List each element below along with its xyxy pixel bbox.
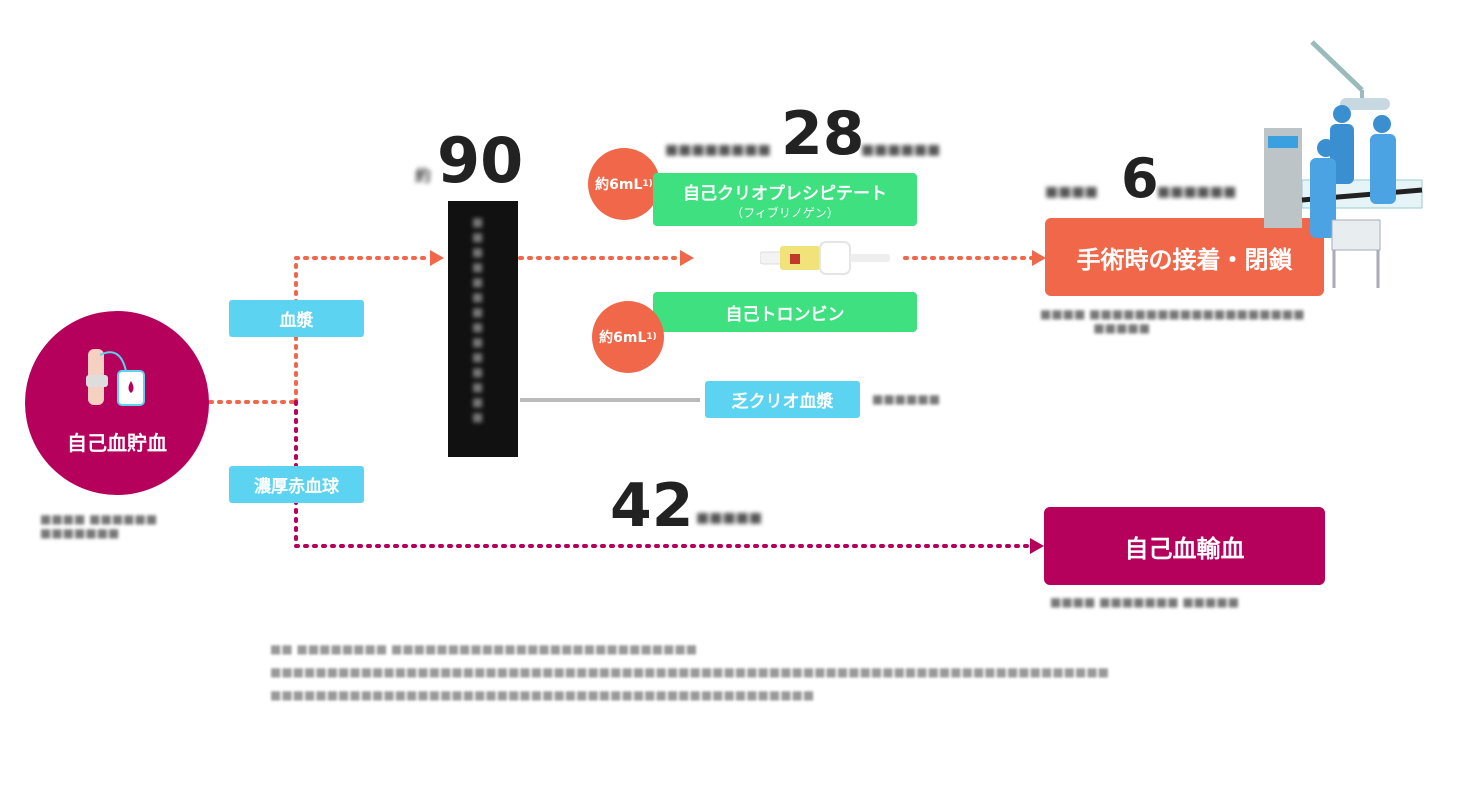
arrowhead-transfusion [1030,538,1044,554]
device-duration-header: 約 90 [415,130,555,194]
transfusion-days-number: 42 [610,471,694,541]
footnote-3-blurred: ■■■■■■■■■■■■■■■■■■■■■■■■■■■■■■■■■■■■■■■■… [270,688,815,702]
processing-device: ■■■■■■■■■■■■■■ [448,201,518,457]
autologous-storage-label: 自己血貯血 [67,431,167,455]
surgery-adhesion-box: 手術時の接着・閉鎖 [1045,218,1324,296]
syringe-icon [760,241,890,275]
blood-donation-icon [86,349,145,406]
cryo-days-header: ■■■■■■■■ 28 ■■■■■■ [665,99,941,169]
flow-arrows [208,256,1034,548]
transfusion-caption-blurred: ■■■■ ■■■■■■■ ■■■■■ [1050,595,1240,609]
arrow-rbc-to-transfusion [294,400,1032,548]
arrowhead-surgery [1032,250,1046,266]
arrowhead-products [680,250,694,266]
plasma-tag: 血漿 [229,300,364,337]
concentrated-rbc-tag: 濃厚赤血球 [229,466,364,503]
surgery-hours-header: ■■■■ 6 ■■■■■■ [1045,147,1237,210]
cryo-precipitate-box: 自己クリオプレシピテート （フィブリノゲン） [653,173,917,226]
arrowhead-device [430,250,444,266]
autologous-storage-node: 自己血貯血 [25,311,209,495]
cryo-precipitate-sub: （フィブリノゲン） [731,206,839,220]
autologous-transfusion-box: 自己血輸血 [1044,507,1325,585]
storage-caption-blurred: ■■■■ ■■■■■■■■■■■■■ [40,512,158,540]
surgery-hours-number: 6 [1121,147,1159,210]
device-prefix: 約 [415,166,432,185]
operating-room-illustration [1264,40,1423,288]
device-minutes: 90 [437,124,524,197]
poor-plasma-caption-blurred: ■■■■■■ [872,392,941,406]
cryo-poor-plasma-tag: 乏クリオ血漿 [705,381,860,418]
transfusion-days-header: 42 ■■■■■ [610,471,763,541]
arrow-plasma-to-device [294,256,432,404]
thrombin-label: 自己トロンビン [725,304,845,325]
cryo-days-number: 28 [781,99,865,169]
footnote-2-blurred: ■■■■■■■■■■■■■■■■■■■■■■■■■■■■■■■■■■■■■■■■… [270,665,1110,679]
cryo-precipitate-label: 自己クリオプレシピテート [683,184,887,204]
footnote-1-blurred: ■■ ■■■■■■■■ ■■■■■■■■■■■■■■■■■■■■■■■■■■■ [270,642,698,656]
surgery-caption-blurred: ■■■■ ■■■■■■■■■■■■■■■■■■■ ■■■■■ [1040,307,1305,335]
thrombin-box: 自己トロンビン [653,292,917,332]
